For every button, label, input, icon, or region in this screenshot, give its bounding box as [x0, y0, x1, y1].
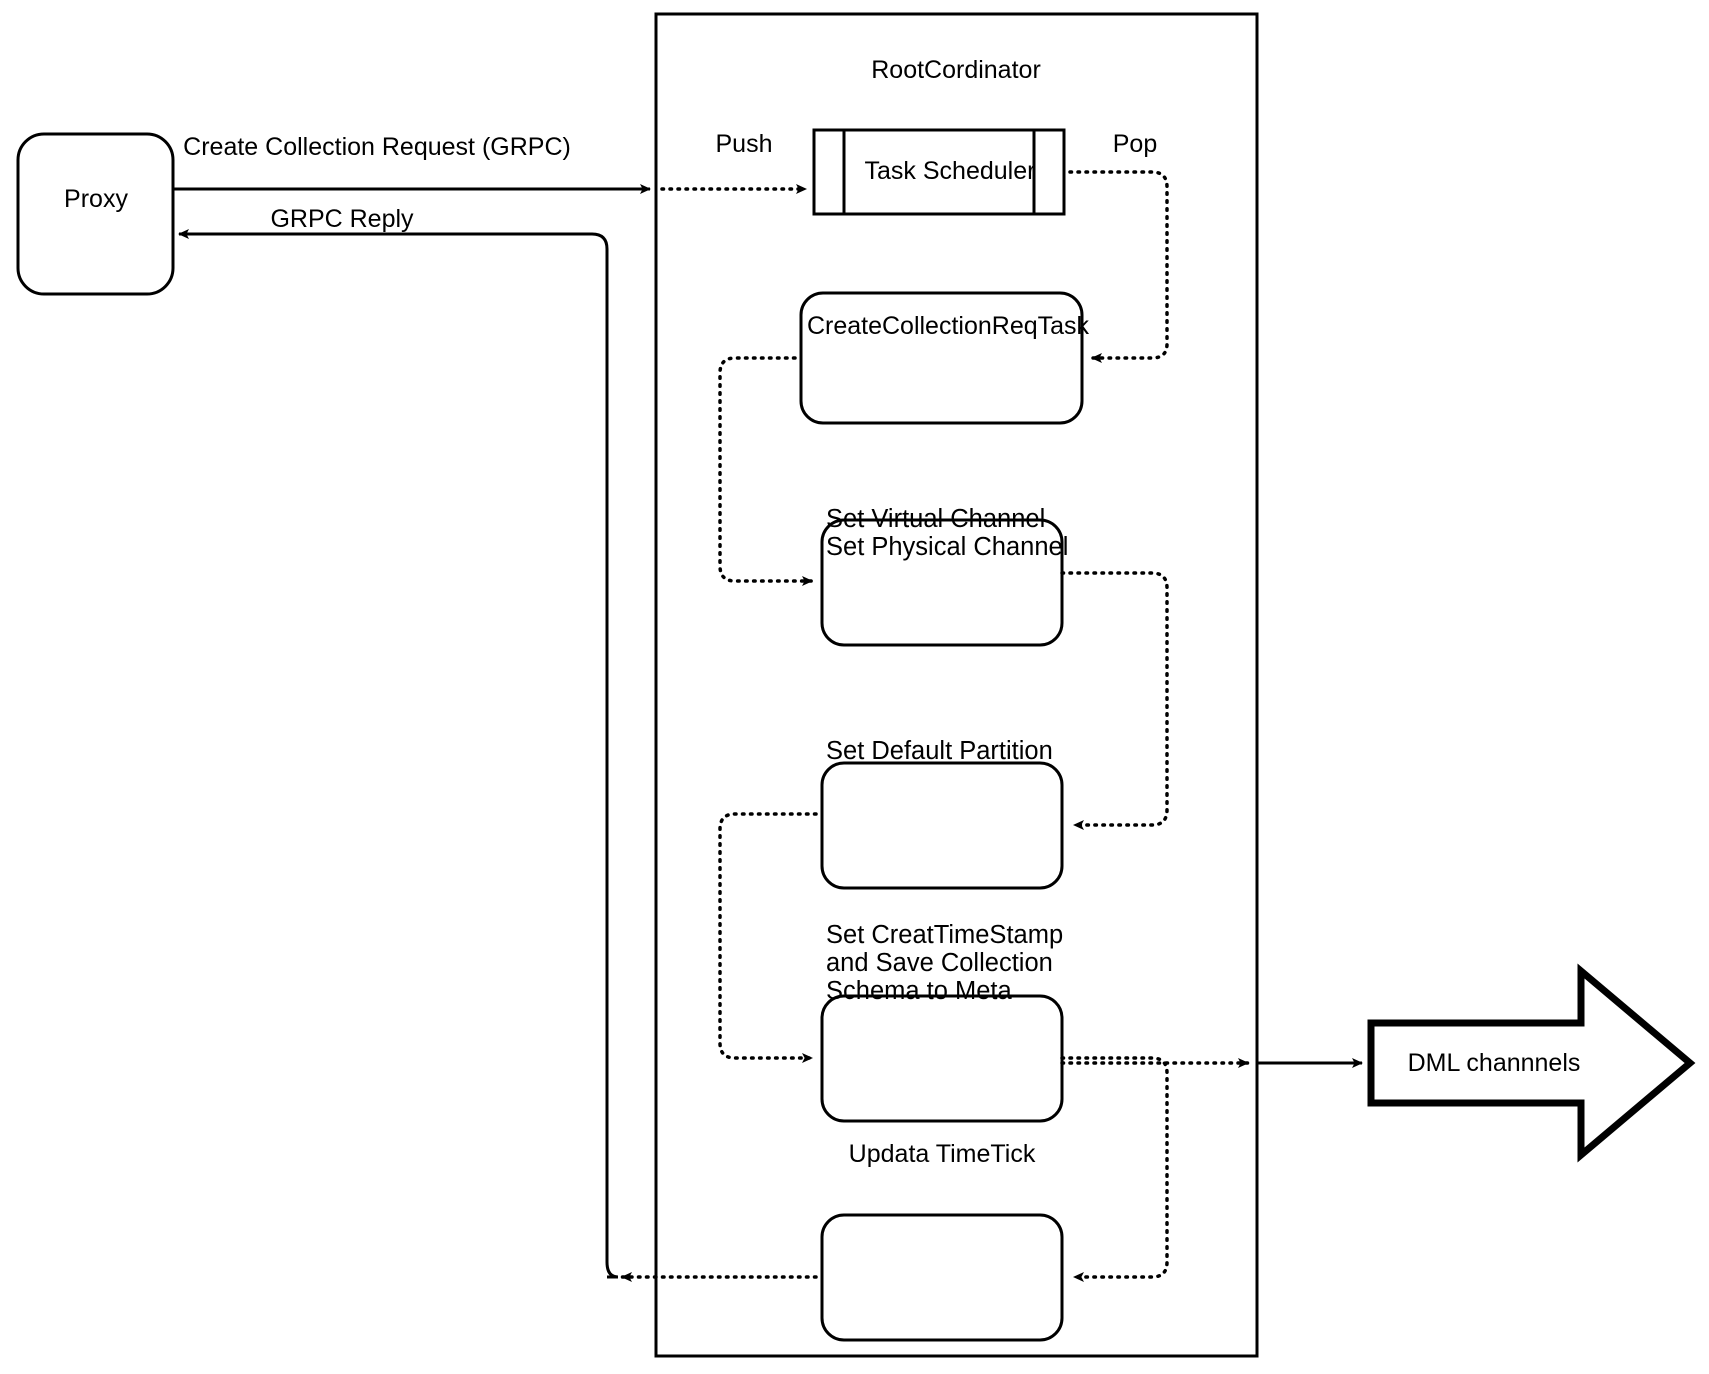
edge-task-to-channels — [718, 356, 814, 586]
container-title: RootCordinator — [871, 56, 1041, 84]
create-collection-req-task-node[interactable] — [799, 291, 1084, 425]
set-default-partition-label: Set Default Partition — [826, 737, 1053, 765]
task-scheduler-label: Task Scheduler — [864, 157, 1036, 185]
set-channels-label-line2: Set Physical Channel — [826, 533, 1069, 561]
edge-label-push: Push — [715, 130, 773, 158]
set-timestamp-label-line3: Schema to Meta — [826, 977, 1012, 1005]
rootcordinator-container — [654, 12, 1259, 1358]
edge-label-create-collection-request: Create Collection Request (GRPC) — [183, 133, 571, 161]
update-timetick-node[interactable] — [820, 1213, 1064, 1342]
edge-pop — [1068, 170, 1169, 363]
create-collection-req-task-label: CreateCollectionReqTask — [806, 312, 1090, 340]
edge-channels-to-partition — [1060, 571, 1169, 830]
set-timestamp-label-line1: Set CreatTimeStamp — [826, 921, 1064, 949]
edge-partition-to-timestamp — [718, 812, 818, 1063]
edge-label-pop: Pop — [1112, 130, 1158, 158]
update-timetick-label: Updata TimeTick — [848, 1140, 1036, 1168]
dml-channels-label: DML channnels — [1407, 1049, 1581, 1077]
task-scheduler-node[interactable] — [812, 128, 1066, 216]
proxy-node[interactable] — [16, 132, 175, 296]
proxy-label: Proxy — [64, 185, 128, 213]
edge-label-grpc-reply: GRPC Reply — [270, 205, 414, 233]
set-default-partition-node[interactable] — [820, 761, 1064, 890]
set-channels-label-line1: Set Virtual Channel — [826, 505, 1046, 533]
set-timestamp-label-line2: and Save Collection — [826, 949, 1053, 977]
edge-timestamp-to-timetick — [1060, 1056, 1169, 1282]
set-channels-node[interactable] — [820, 518, 1064, 647]
set-timestamp-node[interactable] — [820, 994, 1064, 1123]
dml-channels-node[interactable] — [1367, 963, 1696, 1163]
edge-grpc-reply — [178, 229, 818, 1282]
